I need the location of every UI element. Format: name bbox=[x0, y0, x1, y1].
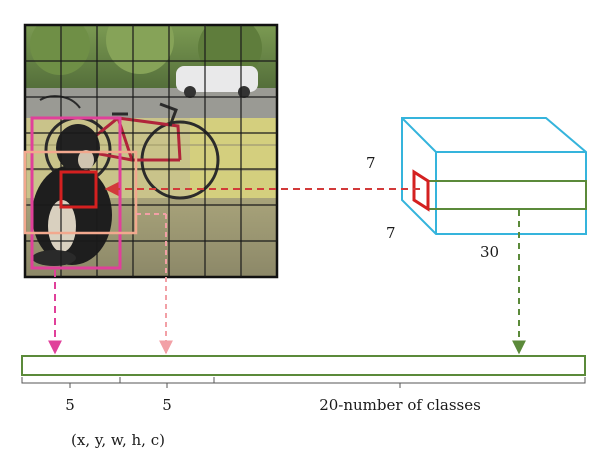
tree-foliage bbox=[30, 25, 90, 75]
tensor-depth-label: 30 bbox=[480, 243, 499, 261]
input-photo bbox=[23, 23, 279, 279]
parked-car bbox=[176, 66, 258, 92]
tensor-width-label: 7 bbox=[386, 224, 396, 242]
car-wheel bbox=[184, 86, 196, 98]
output-vector bbox=[21, 355, 586, 376]
grid-cell-highlight bbox=[59, 170, 98, 209]
tensor-height-label: 7 bbox=[366, 154, 376, 172]
bbox-salmon bbox=[23, 150, 138, 235]
car-wheel bbox=[238, 86, 250, 98]
segment-sublabel-box1: (x, y, w, h, c) bbox=[71, 431, 165, 449]
output-tensor bbox=[401, 117, 587, 235]
dog bbox=[32, 124, 112, 266]
tensor-cell-highlight bbox=[412, 169, 430, 212]
vector-braces bbox=[21, 377, 586, 388]
bbox-magenta bbox=[30, 116, 122, 270]
tensor-outline bbox=[401, 117, 587, 235]
street bbox=[25, 88, 277, 118]
segment-label-box1: 5 bbox=[65, 396, 75, 414]
tree-foliage bbox=[106, 25, 174, 74]
segment-label-box2: 5 bbox=[162, 396, 172, 414]
segment-label-classes: 20-number of classes bbox=[319, 396, 481, 414]
